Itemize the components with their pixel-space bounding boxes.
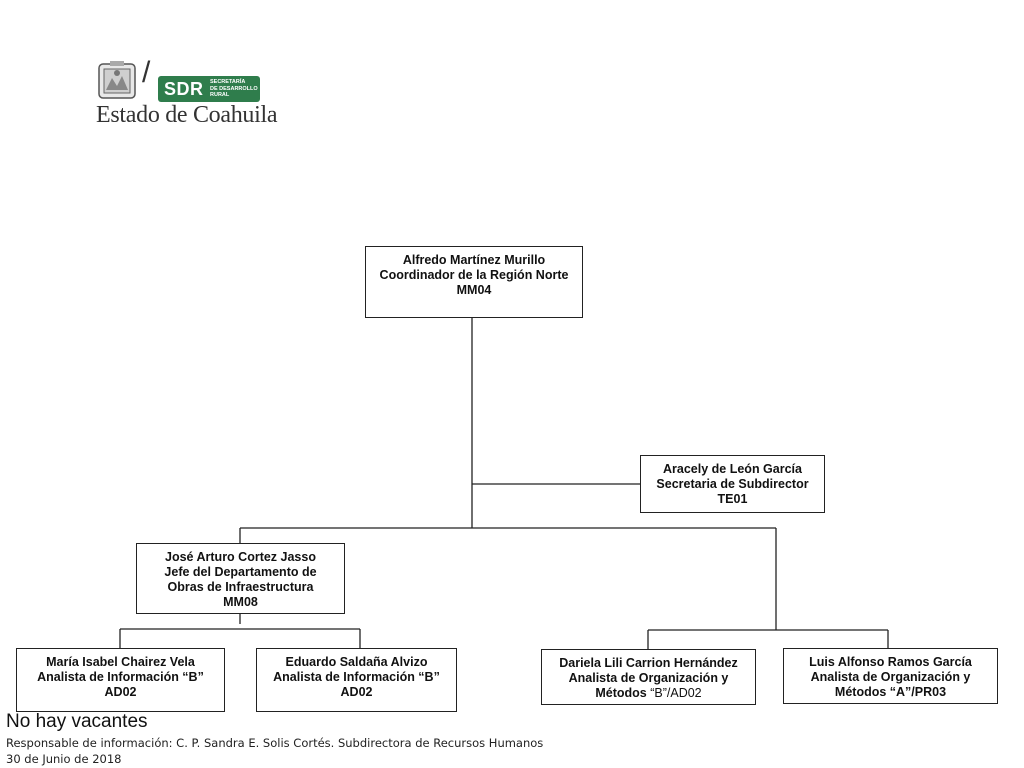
sdr-caption-line-3: RURAL bbox=[210, 92, 230, 98]
sdr-caption-line-2: DE DESARROLLO bbox=[210, 85, 258, 92]
analyst-1-role: Analista de Información “B” bbox=[37, 670, 204, 684]
dept-head-name: José Arturo Cortez Jasso bbox=[165, 550, 316, 564]
logo-divider: / bbox=[142, 56, 151, 89]
dept-head-code: MM08 bbox=[223, 595, 258, 609]
coordinator-name: Alfredo Martínez Murillo bbox=[402, 253, 546, 267]
analyst-4-name: Luis Alfonso Ramos García bbox=[809, 655, 972, 669]
analyst-2-name: Eduardo Saldaña Alvizo bbox=[285, 655, 428, 669]
state-name: Estado de Coahuila bbox=[96, 102, 278, 128]
sdr-caption: SECRETARÍA DE DESARROLLO RURAL bbox=[210, 79, 258, 99]
coordinator-role: Coordinador de la Región Norte bbox=[379, 268, 569, 282]
vacancies-note: No hay vacantes bbox=[6, 711, 148, 732]
sdr-caption-line-1: SECRETARÍA bbox=[210, 79, 246, 85]
secretary-code: TE01 bbox=[717, 492, 748, 506]
analyst-3-role: Analista de Organización y bbox=[568, 671, 729, 685]
analyst-3-box: Dariela Lili Carrion Hernández Analista … bbox=[541, 649, 756, 705]
analyst-1-box: María Isabel Chairez Vela Analista de In… bbox=[16, 648, 225, 712]
coordinator-code: MM04 bbox=[456, 283, 492, 297]
analyst-4-role-line-2: Métodos “A”/PR03 bbox=[834, 685, 947, 699]
sdr-mark: SDR bbox=[164, 79, 204, 99]
dept-head-role-line-2: Obras de Infraestructura bbox=[167, 580, 314, 594]
dept-head-box: José Arturo Cortez Jasso Jefe del Depart… bbox=[136, 543, 345, 614]
header-logo: / SDR SECRETARÍA DE DESARROLLO RURAL Est… bbox=[96, 56, 278, 132]
state-seal-icon bbox=[98, 61, 136, 99]
secretary-role: Secretaria de Subdirector bbox=[656, 477, 809, 491]
secretary-box: Aracely de León García Secretaria de Sub… bbox=[640, 455, 825, 513]
sdr-badge: SDR SECRETARÍA DE DESARROLLO RURAL bbox=[158, 76, 260, 102]
analyst-3-code: “B”/AD02 bbox=[650, 686, 702, 700]
date-note: 30 de Junio de 2018 bbox=[6, 752, 122, 766]
analyst-2-code: AD02 bbox=[340, 685, 373, 699]
coordinator-box: Alfredo Martínez Murillo Coordinador de … bbox=[365, 246, 583, 318]
analyst-3-role-2: Métodos bbox=[595, 686, 647, 700]
analyst-4-role: Analista de Organización y bbox=[810, 670, 971, 684]
analyst-3-name: Dariela Lili Carrion Hernández bbox=[559, 656, 738, 670]
analyst-1-name: María Isabel Chairez Vela bbox=[46, 655, 195, 669]
analyst-2-role: Analista de Información “B” bbox=[273, 670, 440, 684]
responsible-note: Responsable de información: C. P. Sandra… bbox=[6, 736, 544, 750]
secretary-name: Aracely de León García bbox=[663, 462, 802, 476]
analyst-3-role-line-2: Métodos “B”/AD02 bbox=[542, 686, 755, 701]
dept-head-role-line-1: Jefe del Departamento de bbox=[164, 565, 317, 579]
analyst-1-code: AD02 bbox=[104, 685, 137, 699]
analyst-4-box: Luis Alfonso Ramos García Analista de Or… bbox=[783, 648, 998, 704]
analyst-2-box: Eduardo Saldaña Alvizo Analista de Infor… bbox=[256, 648, 457, 712]
